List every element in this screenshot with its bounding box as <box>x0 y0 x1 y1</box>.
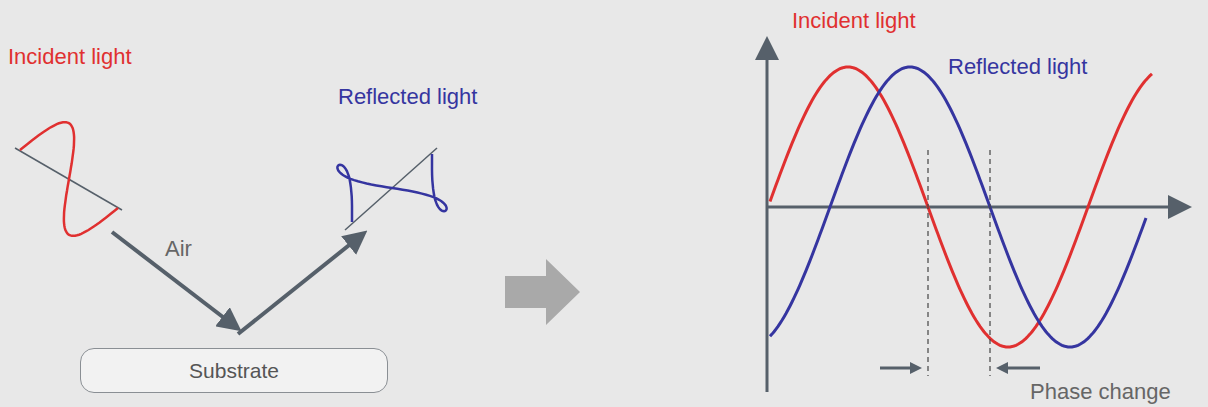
reflected-ray <box>238 238 358 334</box>
phase-arrow <box>1006 367 1040 370</box>
incident-ray <box>112 232 232 324</box>
transition-arrow <box>505 259 580 325</box>
substrate-box: Substrate <box>80 348 388 393</box>
reflected-sine <box>770 67 1146 347</box>
medium-label: Air <box>165 236 192 262</box>
phase-arrowhead <box>910 362 922 374</box>
phase-label: Phase change <box>1030 379 1171 405</box>
axis-arrowhead <box>1168 195 1192 219</box>
incident-sine <box>770 67 1152 347</box>
curve-label: Incident light <box>792 8 916 34</box>
dashed-marker <box>989 150 990 376</box>
reflected-wave <box>337 154 446 222</box>
y-axis <box>766 58 769 392</box>
x-axis <box>767 206 1170 209</box>
substrate-text: Substrate <box>189 359 279 383</box>
dashed-marker <box>927 150 928 376</box>
curve-label: Reflected light <box>948 54 1087 80</box>
phase-arrow <box>880 367 912 370</box>
phase-arrowhead <box>996 362 1008 374</box>
axis-arrowhead <box>755 36 779 60</box>
wave-label: Incident light <box>8 44 132 70</box>
wave-label: Reflected light <box>338 84 477 110</box>
incident-wave <box>20 122 118 236</box>
